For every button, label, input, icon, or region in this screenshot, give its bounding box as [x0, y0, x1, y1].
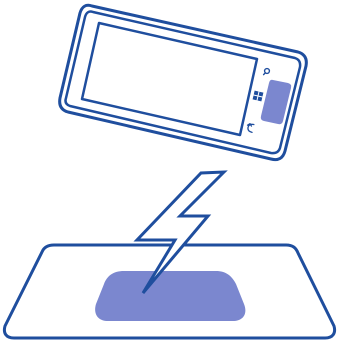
smartphone-icon [60, 5, 307, 159]
charging-pad-coil [95, 271, 245, 321]
